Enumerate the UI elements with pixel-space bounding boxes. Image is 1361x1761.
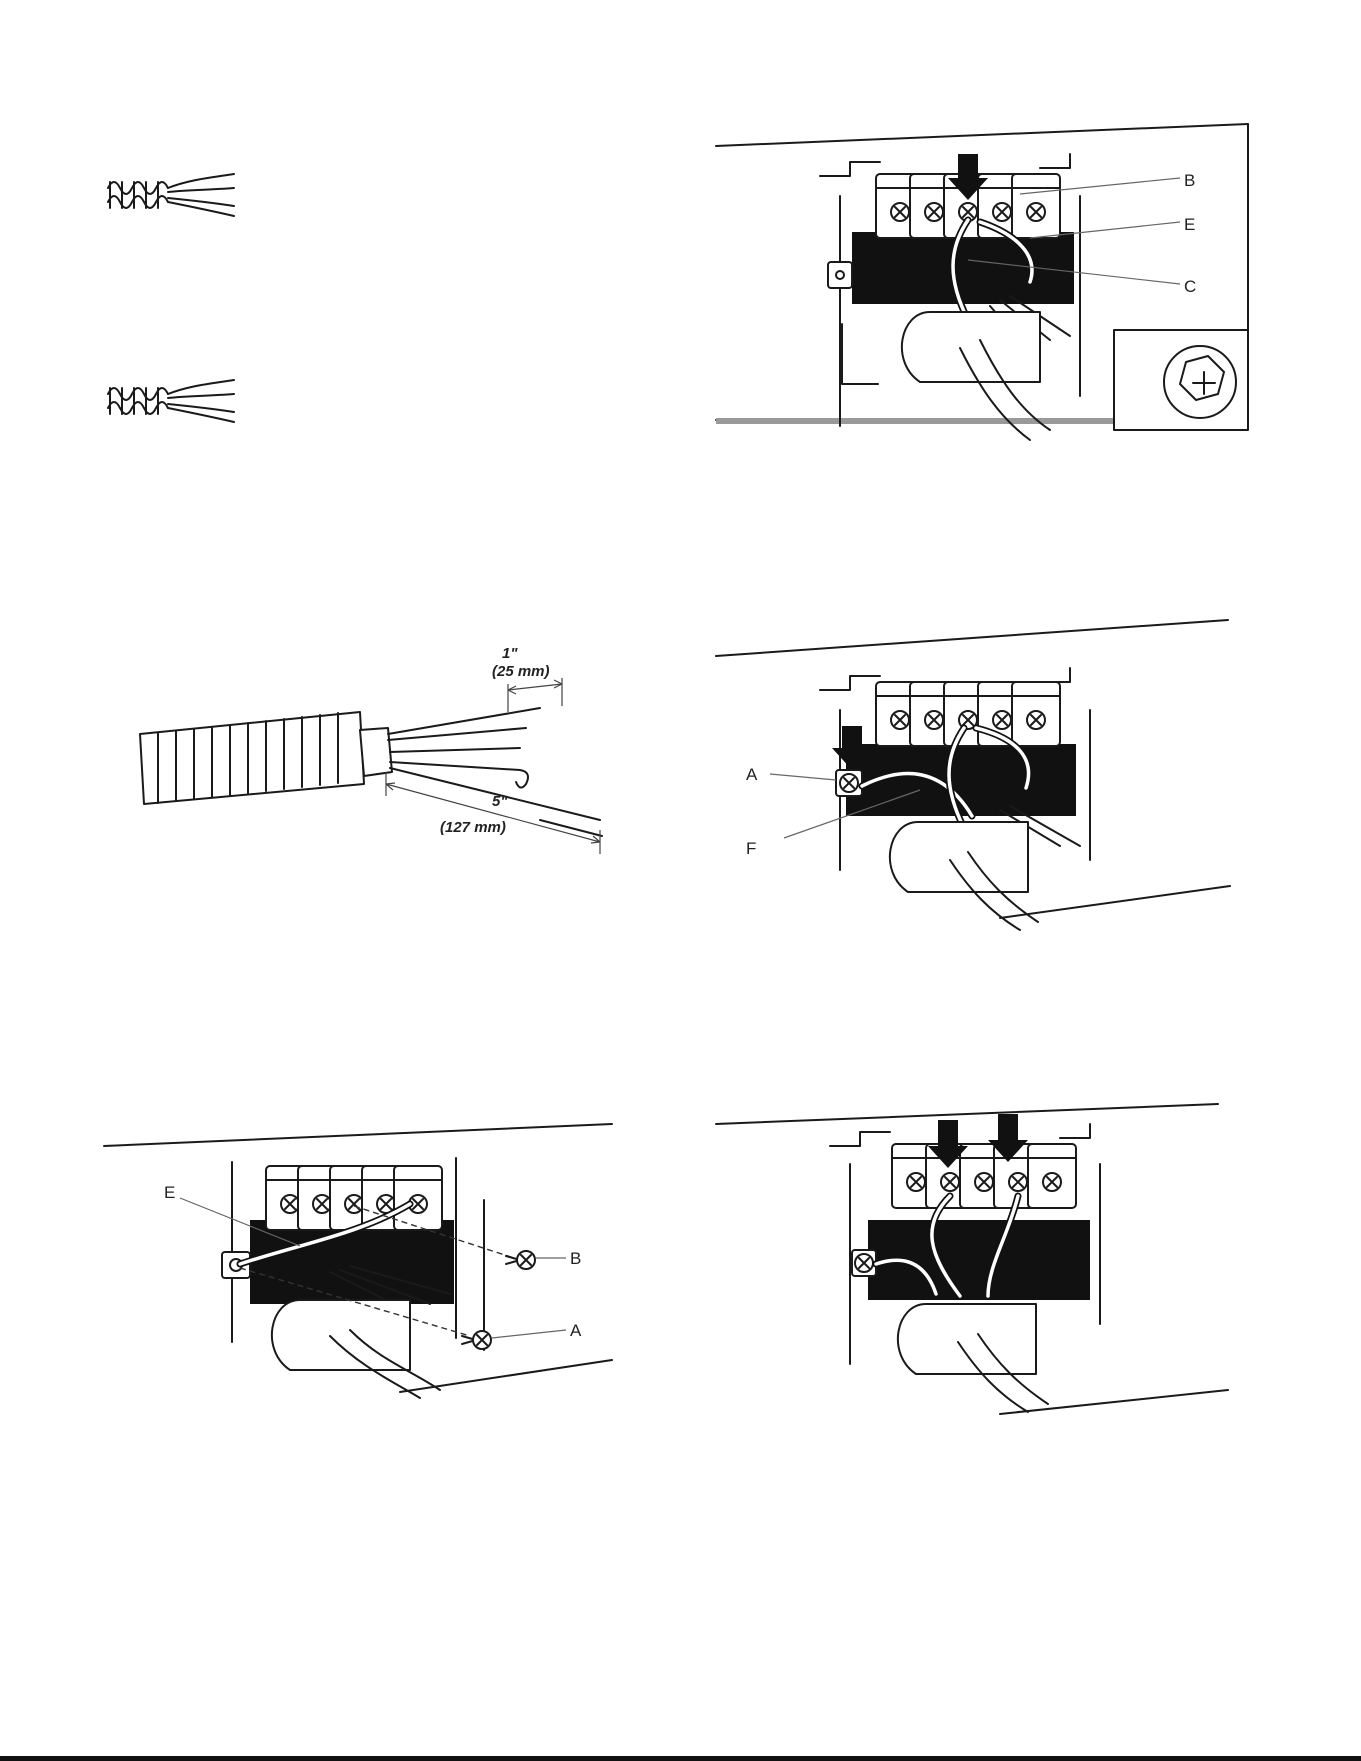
callout-e: E (164, 1183, 175, 1202)
stripped-wire-bottom-figure (108, 380, 234, 422)
callout-b: B (1184, 171, 1195, 190)
callout-a: A (570, 1321, 582, 1340)
dim-1in-label: 1" (502, 645, 518, 662)
page-bottom-edge (0, 1756, 1361, 1761)
terminal-block-two-arrows-figure (716, 1104, 1228, 1414)
dim-127mm-label: (127 mm) (440, 819, 506, 836)
callout-a: A (746, 765, 758, 784)
callout-b: B (570, 1249, 581, 1268)
stripped-wire-top-figure (108, 174, 234, 216)
terminal-strip (876, 682, 1060, 746)
screw-a-icon (462, 1331, 491, 1349)
terminal-block-eba-figure: E B A (104, 1124, 612, 1398)
dim-25mm-label: (25 mm) (492, 663, 550, 680)
terminal-strip (266, 1166, 442, 1230)
callout-e: E (1184, 215, 1195, 234)
screw-b-icon (506, 1251, 535, 1269)
cable-strip-figure: 1" (25 mm) 5" (127 mm) (140, 645, 602, 854)
dim-5in-label: 5" (492, 793, 508, 810)
callout-c: C (1184, 277, 1196, 296)
terminal-block-af-figure: A F (716, 620, 1230, 930)
terminal-block-bec-figure: B E C (716, 124, 1248, 440)
terminal-strip (892, 1144, 1076, 1208)
callout-f: F (746, 839, 756, 858)
